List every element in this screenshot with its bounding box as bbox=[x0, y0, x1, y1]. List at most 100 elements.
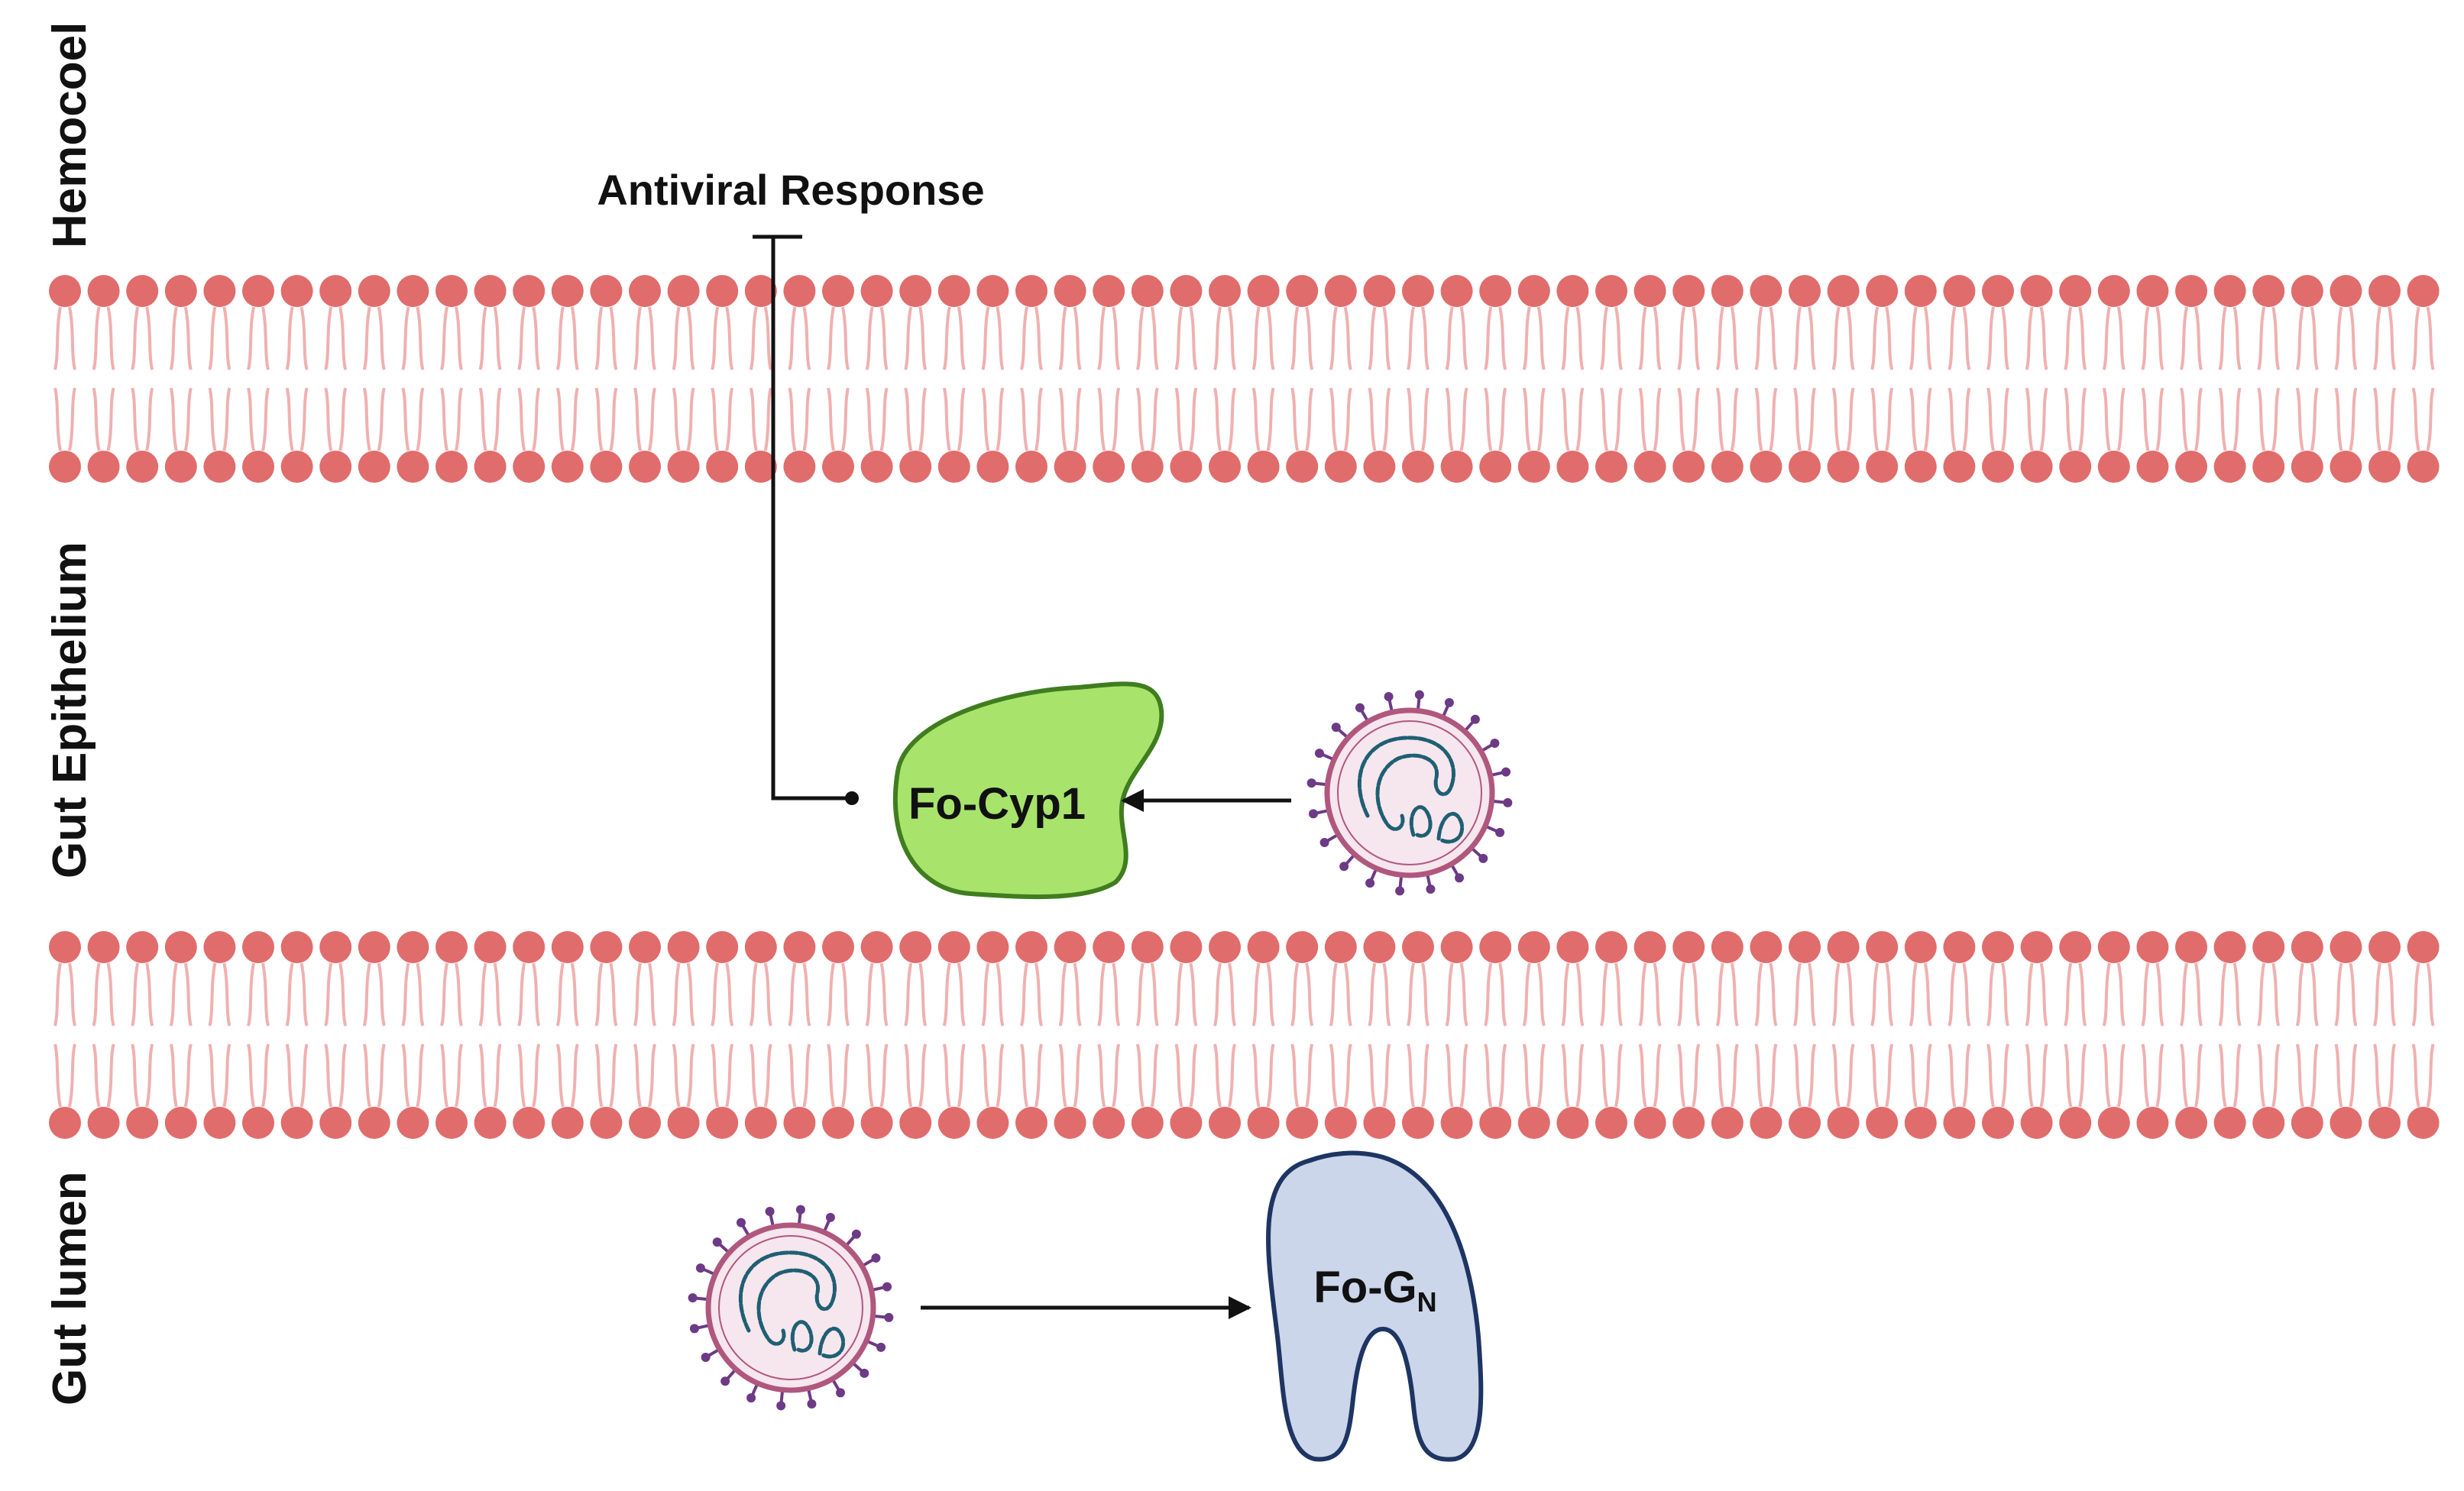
lipid-head bbox=[2407, 451, 2440, 483]
lipid-tail bbox=[2141, 1043, 2164, 1108]
lipid-head bbox=[1866, 451, 1899, 483]
lipid-tail bbox=[1135, 387, 1159, 451]
lipid-tail bbox=[1561, 387, 1585, 451]
lipid-tail bbox=[633, 306, 656, 370]
lipid-tail bbox=[2373, 306, 2396, 370]
lipid-head bbox=[242, 931, 274, 963]
lipid-head bbox=[1209, 1107, 1241, 1139]
lipid-head bbox=[126, 931, 159, 963]
lipid-tail bbox=[53, 1043, 76, 1108]
lipid-tail bbox=[555, 962, 579, 1027]
lipid-tail bbox=[2025, 962, 2048, 1027]
lipid-tail bbox=[1986, 1043, 2009, 1108]
lipid-head bbox=[87, 451, 120, 483]
virus-inner-ring bbox=[718, 1235, 863, 1380]
virus-spike-tip bbox=[701, 1353, 711, 1363]
lipid-tail bbox=[1677, 306, 1701, 370]
lipid-head bbox=[2097, 931, 2130, 963]
lipid-head bbox=[1672, 931, 1705, 963]
lipid-head bbox=[1827, 931, 1860, 963]
lipid-tail bbox=[2141, 387, 2164, 451]
lipid-head bbox=[87, 275, 120, 307]
lipid-tail bbox=[2257, 387, 2281, 451]
lipid-head bbox=[513, 931, 546, 963]
lipid-tail bbox=[749, 1043, 772, 1108]
lipid-head bbox=[1209, 931, 1241, 963]
lipid-head bbox=[1363, 1107, 1396, 1139]
lipid-head bbox=[744, 1107, 777, 1139]
lipid-tail bbox=[401, 306, 425, 370]
virus-spike-tip bbox=[1495, 827, 1505, 837]
lipid-tail bbox=[247, 306, 270, 370]
lipid-head bbox=[397, 451, 429, 483]
lipid-head bbox=[860, 275, 893, 307]
lipid-tail bbox=[1831, 306, 1855, 370]
lipid-tail bbox=[1948, 962, 1971, 1027]
lipid-tail bbox=[478, 387, 502, 451]
lipid-tail bbox=[131, 387, 154, 451]
lipid-head bbox=[1595, 931, 1627, 963]
lipid-head bbox=[242, 275, 274, 307]
lipid-tail bbox=[981, 306, 1005, 370]
lipid-head bbox=[1633, 275, 1666, 307]
lipid-tail bbox=[1251, 306, 1275, 370]
lipid-tail bbox=[1407, 387, 1430, 451]
connector-dot bbox=[845, 791, 859, 805]
lipid-tail bbox=[788, 306, 811, 370]
lipid-head bbox=[358, 275, 390, 307]
lipid-tail bbox=[1368, 962, 1391, 1027]
lipid-head bbox=[976, 1107, 1009, 1139]
lipid-tail bbox=[324, 962, 348, 1027]
lipid-tail bbox=[2411, 962, 2435, 1027]
lipid-head bbox=[2368, 931, 2401, 963]
lipid-tail bbox=[53, 387, 76, 451]
lipid-tail bbox=[1870, 962, 1894, 1027]
lipid-tail bbox=[92, 306, 115, 370]
lipid-tail bbox=[2334, 962, 2358, 1027]
lipid-tail bbox=[478, 962, 502, 1027]
lipid-tail bbox=[2218, 1043, 2242, 1108]
lipid-tail bbox=[1948, 306, 1971, 370]
lipid-tail bbox=[324, 387, 348, 451]
lipid-head bbox=[1982, 931, 2014, 963]
lipid-head bbox=[706, 931, 739, 963]
lipid-tail bbox=[517, 387, 541, 451]
lipid-head bbox=[1943, 451, 1976, 483]
lipid-tail bbox=[749, 387, 772, 451]
lipid-tail bbox=[1445, 306, 1468, 370]
lipid-tail bbox=[53, 306, 76, 370]
lipid-head bbox=[1827, 451, 1860, 483]
lipid-head bbox=[937, 1107, 970, 1139]
lipid-head bbox=[319, 931, 352, 963]
lipid-head bbox=[2059, 275, 2092, 307]
inhibition-connector bbox=[753, 234, 859, 805]
lipid-tail bbox=[672, 387, 695, 451]
lipid-head bbox=[1866, 931, 1899, 963]
lipid-head bbox=[2407, 931, 2440, 963]
lipid-head bbox=[513, 451, 546, 483]
lipid-head bbox=[1517, 1107, 1550, 1139]
lipid-tail bbox=[208, 387, 232, 451]
lipid-head bbox=[1904, 931, 1937, 963]
lipid-head bbox=[629, 451, 661, 483]
lipid-tail bbox=[1754, 306, 1778, 370]
lipid-tail bbox=[788, 1043, 811, 1108]
lipid-tail bbox=[2141, 306, 2164, 370]
lipid-head bbox=[435, 1107, 468, 1139]
lipid-tail bbox=[2373, 387, 2396, 451]
lipid-tail bbox=[942, 1043, 966, 1108]
lipid-head bbox=[551, 1107, 584, 1139]
lipid-tail bbox=[247, 387, 270, 451]
lipid-head bbox=[1711, 451, 1744, 483]
lipid-tail bbox=[1058, 387, 1082, 451]
lipid-head bbox=[590, 451, 623, 483]
virus-spike-tip bbox=[882, 1282, 892, 1292]
lipid-tail bbox=[1600, 306, 1623, 370]
lipid-tail bbox=[672, 306, 695, 370]
lipid-tail bbox=[1290, 962, 1314, 1027]
lipid-tail bbox=[1445, 962, 1468, 1027]
lipid-tail bbox=[711, 306, 734, 370]
lipid-tail bbox=[1522, 1043, 1546, 1108]
lipid-head bbox=[2291, 275, 2323, 307]
lipid-tail bbox=[2025, 387, 2048, 451]
